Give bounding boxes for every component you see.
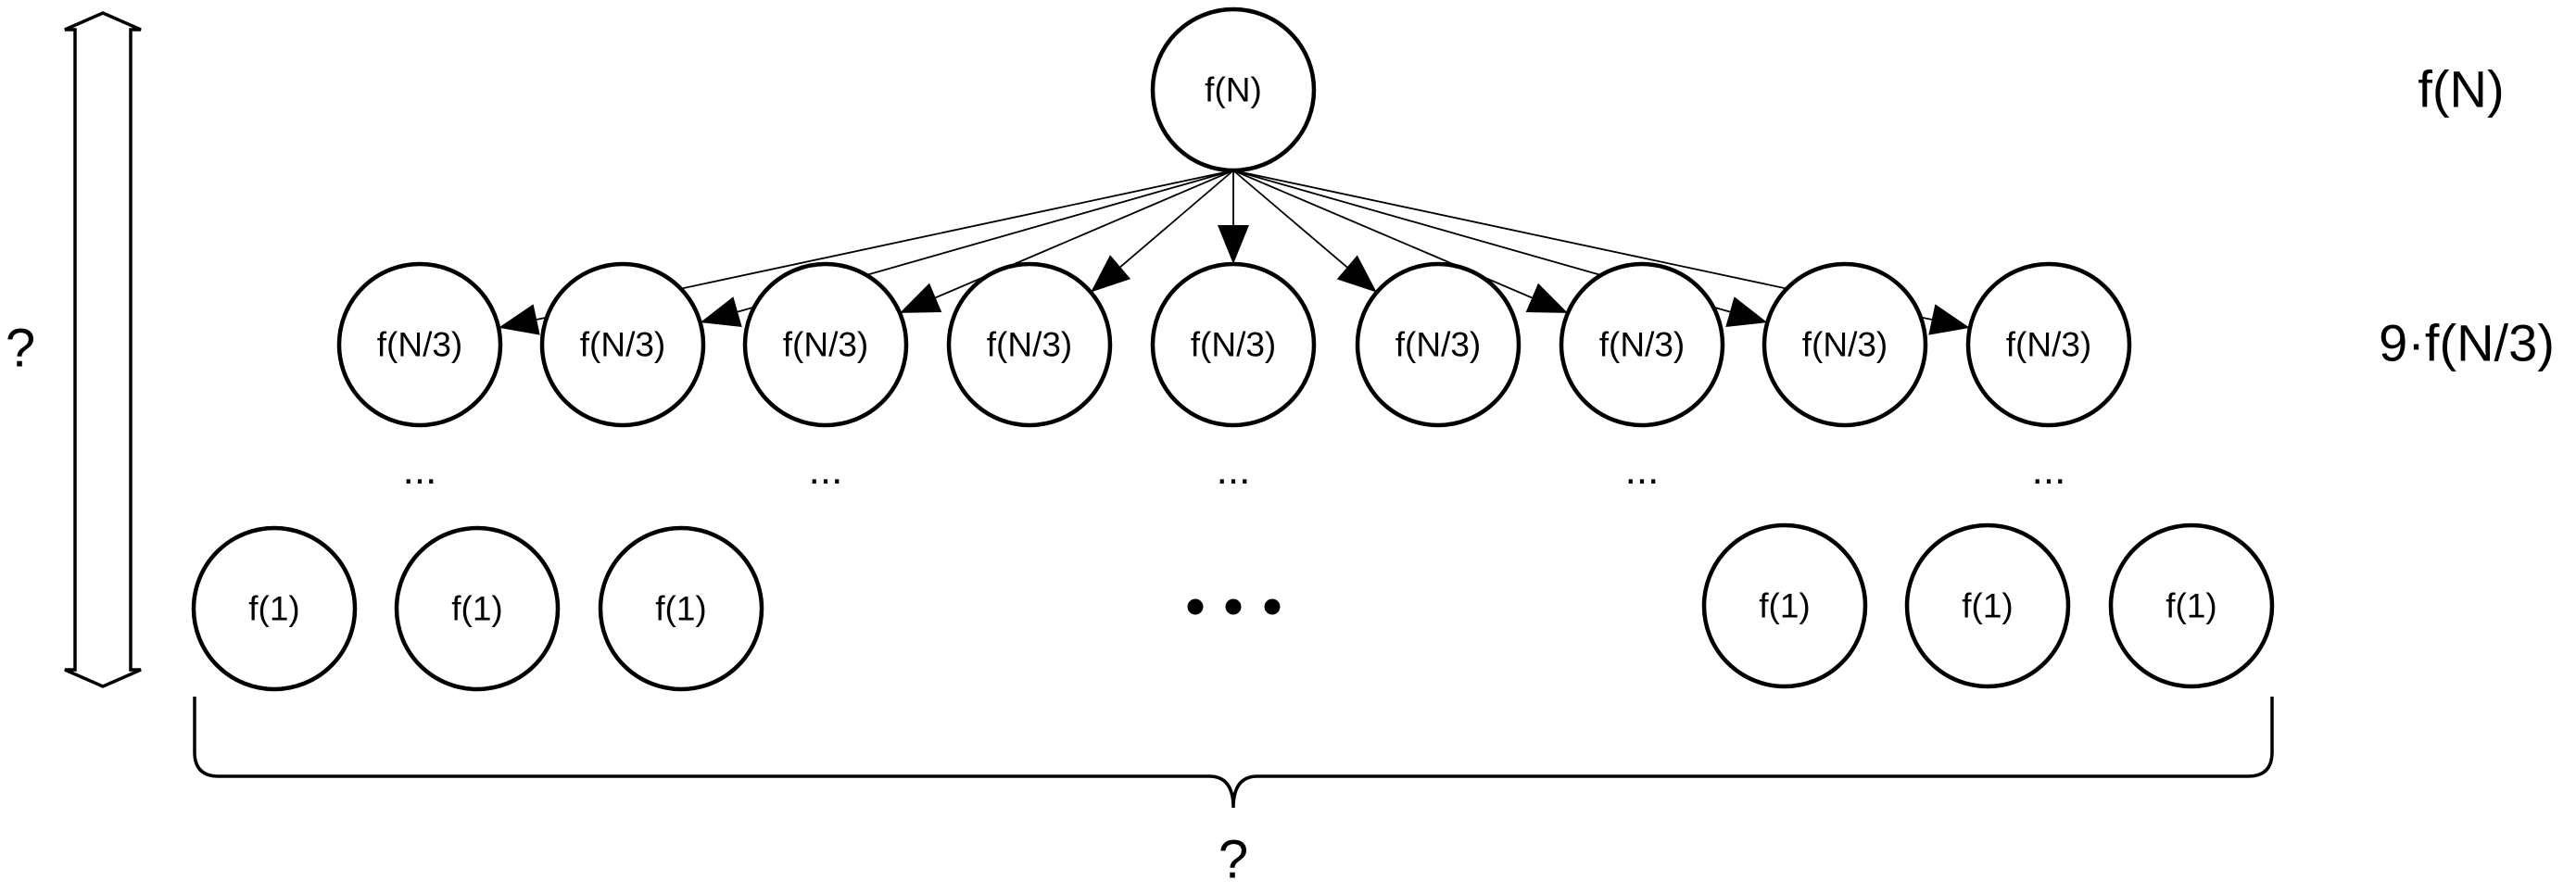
level1-node-label: f(N/3)	[783, 326, 869, 364]
root-node-label: f(N)	[1205, 71, 1262, 109]
leaf-node: f(1)	[191, 525, 358, 692]
leaf-node-label: f(1)	[451, 590, 503, 628]
level1-node: f(N/3)	[336, 261, 503, 428]
continuation-ellipsis: ...	[809, 447, 843, 493]
root-node: f(N)	[1150, 6, 1317, 173]
leaf-gap-ellipsis	[1187, 598, 1281, 615]
leaf-node: f(1)	[394, 525, 561, 692]
edge-arrowhead	[1091, 255, 1131, 293]
continuation-ellipsis: ...	[1625, 447, 1660, 493]
level1-node: f(N/3)	[1150, 261, 1317, 428]
leaf-node: f(1)	[1904, 522, 2071, 689]
level1-node-label: f(N/3)	[987, 326, 1073, 364]
leaf-node-label: f(1)	[1962, 587, 2014, 625]
leaf-node-label: f(1)	[655, 590, 707, 628]
leaf-count-question: ?	[1219, 830, 1248, 890]
level1-node-label: f(N/3)	[1802, 326, 1888, 364]
level1-node: f(N/3)	[946, 261, 1113, 428]
edge-line	[1119, 170, 1234, 268]
edge-arrowhead	[700, 296, 742, 327]
leaf-node-label: f(1)	[1759, 587, 1811, 625]
level1-node-label: f(N/3)	[1395, 326, 1482, 364]
leaf-node: f(1)	[598, 525, 764, 692]
continuation-ellipsis: ...	[1217, 447, 1251, 493]
level1-node-label: f(N/3)	[580, 326, 666, 364]
root-row-cost: f(N)	[2418, 60, 2504, 119]
tree-height-question: ?	[6, 319, 35, 379]
level1-node: f(N/3)	[742, 261, 909, 428]
tree-height-arrow	[64, 11, 142, 688]
edge-arrowhead	[1725, 296, 1768, 328]
level1-node-label: f(N/3)	[2006, 326, 2092, 364]
edge-arrowhead	[1928, 304, 1970, 335]
edge-arrowhead	[1336, 255, 1377, 293]
level1-node: f(N/3)	[539, 261, 706, 428]
continuation-ellipsis: ...	[2032, 447, 2066, 493]
edges-group	[499, 170, 1970, 335]
level1-node: f(N/3)	[1559, 261, 1725, 428]
continuation-ellipsis: ...	[403, 447, 437, 493]
leaf-row-brace	[193, 697, 2274, 809]
leaf-node-label: f(1)	[2166, 587, 2217, 625]
leaf-node: f(1)	[2108, 522, 2275, 689]
level1-node: f(N/3)	[1355, 261, 1522, 428]
leaf-node-label: f(1)	[248, 590, 300, 628]
edge-line	[1232, 170, 1348, 269]
edge-arrowhead	[499, 304, 540, 335]
level1-node-label: f(N/3)	[377, 326, 463, 364]
level1-row-cost: 9·f(N/3)	[2379, 314, 2555, 372]
level1-node: f(N/3)	[1965, 261, 2132, 428]
level1-node: f(N/3)	[1762, 261, 1928, 428]
level1-node-label: f(N/3)	[1599, 326, 1686, 364]
edge-arrowhead	[900, 283, 942, 313]
edge-arrowhead	[1218, 225, 1249, 264]
level1-node-label: f(N/3)	[1191, 326, 1277, 364]
leaf-node: f(1)	[1701, 522, 1868, 689]
edge-arrowhead	[1525, 283, 1568, 313]
